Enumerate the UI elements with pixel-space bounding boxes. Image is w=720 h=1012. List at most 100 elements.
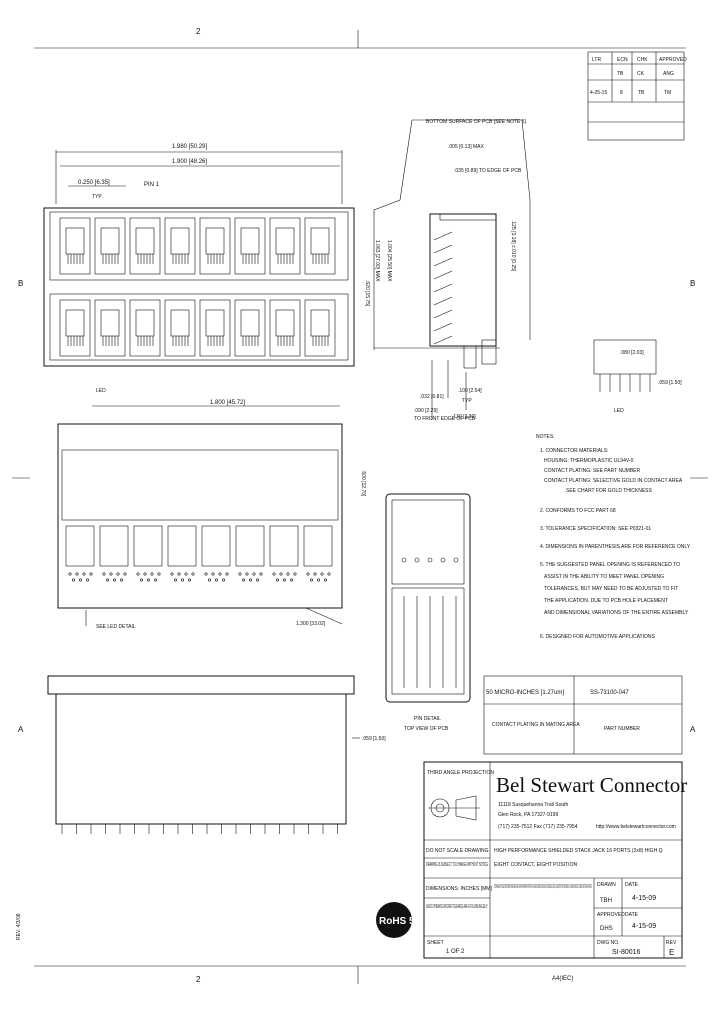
pin-hole (154, 578, 158, 582)
rj45-port (59, 217, 91, 275)
pin-hole (313, 572, 317, 576)
led-detail (593, 339, 657, 392)
port-opening (100, 309, 120, 337)
zone-left-b: B (18, 279, 23, 288)
pin-hole (184, 572, 188, 576)
pin-hole (136, 572, 140, 576)
rj45-port (129, 299, 161, 357)
pin-hole (316, 578, 320, 582)
port-opening (65, 227, 85, 255)
dim-overall-width: 1.980 [50.29] (172, 144, 207, 150)
part-table (483, 675, 683, 755)
pin-hole (174, 578, 178, 582)
rev-row2-date: 4-25-15 (590, 90, 607, 96)
part-number-label: PART NUMBER (604, 726, 640, 732)
rev-row1-approved: ANG (663, 71, 674, 77)
sheet-value: 1 OF 2 (446, 949, 465, 955)
dim-bottom-width: 1.800 [45.72] (210, 400, 245, 406)
note-line: CONTACT PLATING: SELECTIVE GOLD IN CONTA… (544, 478, 683, 484)
revision-table: LTR ECN CHK APPROVED TB CK ANG 4-25-15 8… (587, 51, 687, 141)
title-block (423, 761, 683, 959)
dim-lead-1: .032 [0.81] (420, 394, 444, 400)
rev-label: REV (666, 940, 677, 946)
port-opening (100, 227, 120, 255)
note-line: AND DIMENSIONAL VARIATIONS OF THE ENTIRE… (544, 610, 689, 616)
port-opening (275, 227, 295, 255)
led-detail-label: LED (614, 408, 624, 414)
dwg-number: SI-80016 (612, 949, 641, 956)
rj45-port (304, 299, 336, 357)
pin-hole (72, 578, 76, 582)
pin-hole (116, 572, 120, 576)
website[interactable]: http://www.belstewartconnector.com (596, 824, 676, 830)
notes: NOTES: 1. CONNECTOR MATERIALS: HOUSING: … (536, 434, 691, 640)
dim-pcb-edge: TO FRONT EDGE OF PCB (414, 416, 476, 422)
pin-detail-pins (401, 557, 459, 688)
dim-rear: .059 [1.50] (362, 736, 386, 742)
port-opening (240, 309, 260, 337)
approved-date: 4-15-09 (632, 923, 656, 930)
zone-left-a: A (18, 725, 24, 734)
side-contact (433, 309, 453, 319)
note-line: 1. CONNECTOR MATERIALS: (540, 448, 608, 454)
pin-detail-sub: TOP VIEW OF PCB (404, 726, 449, 732)
rev-row2-chk: TB (638, 90, 645, 96)
port-opening (135, 309, 155, 337)
pin-hole (150, 572, 154, 576)
company-name: Bel Stewart Connector (496, 773, 687, 797)
note-line: CONTACT PLATING: SEE PART NUMBER (544, 468, 641, 474)
dim-pitch-typ: TYP (92, 194, 102, 200)
pin-hole (147, 578, 151, 582)
rohs-label: RoHS 5 (379, 916, 415, 927)
note-line: 2. CONFORMS TO FCC PART 68 (540, 508, 616, 514)
rev-row2-approved: TM (664, 90, 671, 96)
rear-view (47, 675, 360, 834)
dim-pitch: 0.250 [6.35] (78, 180, 110, 186)
top-view (57, 423, 343, 626)
projection-symbol (428, 795, 480, 821)
pin-hole (218, 572, 222, 576)
port-opening (310, 227, 330, 255)
top-port (65, 525, 95, 567)
rj45-port (234, 217, 266, 275)
port-opening (240, 227, 260, 255)
note-line: 5. THE SUGGESTED PANEL OPENING IS REFERE… (540, 562, 680, 568)
dim-lead-4: .130 [3.30] (452, 414, 476, 420)
pin-hole (75, 572, 79, 576)
plating-label: CONTACT PLATING IN MATING AREA (492, 722, 580, 728)
top-port (133, 525, 163, 567)
top-port (99, 525, 129, 567)
pin-hole (222, 578, 226, 582)
pin-hole (208, 578, 212, 582)
pin-hole (323, 578, 327, 582)
port-opening (170, 309, 190, 337)
rear-pins (61, 824, 338, 834)
pin-hole (177, 572, 181, 576)
pin-hole (211, 572, 215, 576)
title-line-2: EIGHT CONTACT, EIGHT POSITION (494, 862, 577, 868)
top-view-ports (65, 525, 333, 567)
note-line: THE APPLICATION. DUE TO PCB HOLE PLACEME… (544, 598, 668, 604)
rj45-port (59, 299, 91, 357)
title-line-1: HIGH PERFORMANCE SHIELDED STACK JACK 16 … (494, 848, 663, 854)
rev-value: E (669, 948, 674, 957)
pin-hole (82, 572, 86, 576)
pin-hole (320, 572, 324, 576)
dim-height-3: .125 [3.18] ±.010 [0.25] (510, 220, 516, 272)
approved-by: DHS (600, 926, 613, 932)
pin-hole (293, 572, 297, 576)
pin-detail-hole (453, 557, 459, 563)
dim-bottom-right: 1.300 [33.02] (296, 621, 326, 627)
pin-hole (306, 572, 310, 576)
rev-header-approved: APPROVED (659, 57, 687, 63)
tolerances: UNLESS OTHERWISE SPECIFIED TOLERANCES AR… (426, 904, 488, 910)
note-line: 6. DESIGNED FOR AUTOMOTIVE APPLICATIONS (540, 634, 656, 640)
pin-detail-hole (414, 557, 420, 563)
dim-led-pcb: .059 [1.50] (658, 380, 682, 386)
pin-hole (259, 572, 263, 576)
sheet-frame (12, 30, 708, 984)
rj45-port (269, 217, 301, 275)
front-ports-top (59, 217, 336, 275)
note-line: NOTES: (536, 434, 555, 440)
pin-hole (109, 572, 113, 576)
